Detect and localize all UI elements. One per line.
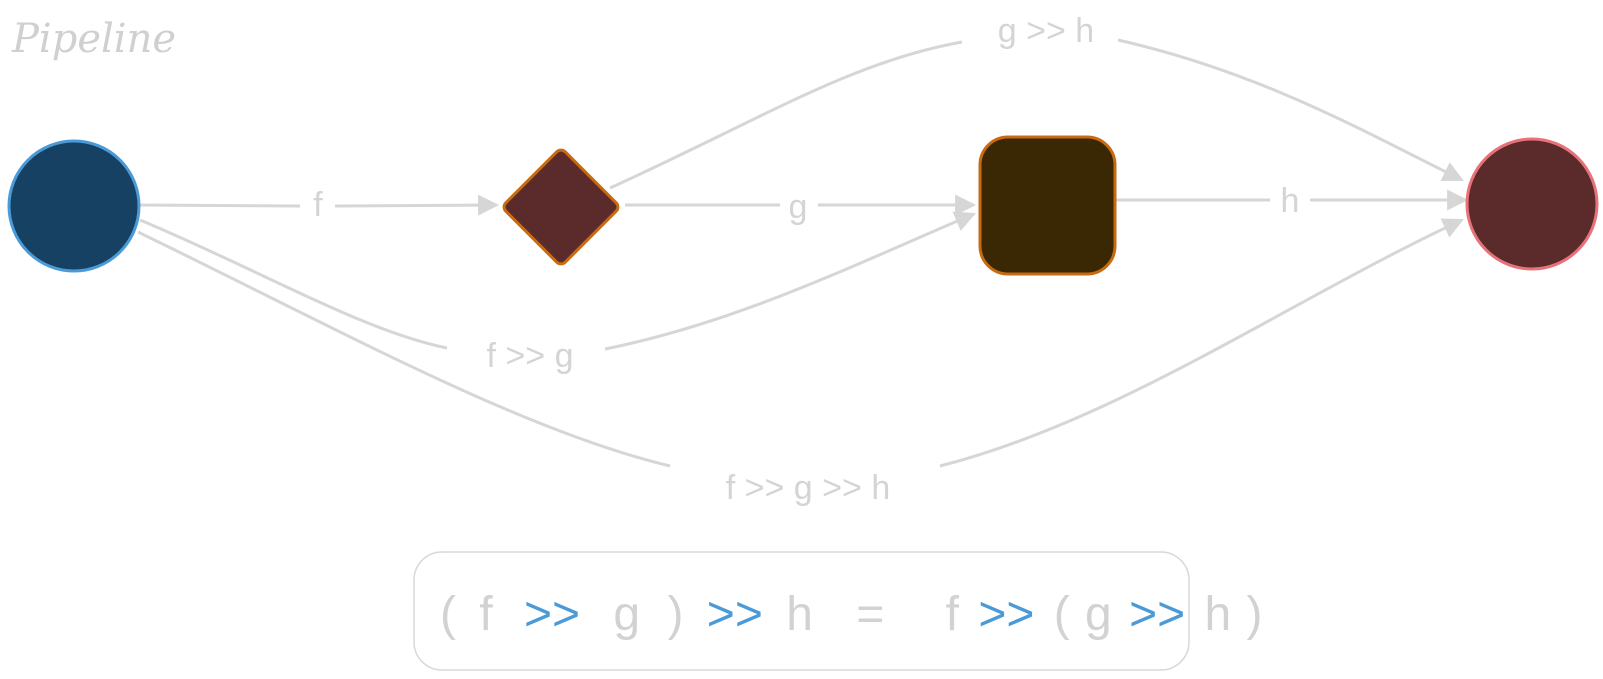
- edge-f-line-a: [137, 203, 301, 208]
- formula-close-paren-1: ): [667, 588, 683, 641]
- formula-close-paren-2: ): [1247, 588, 1263, 641]
- formula-open-paren-2: (: [1054, 588, 1070, 641]
- g-output-node[interactable]: [978, 135, 1117, 276]
- formula-box: [413, 551, 1190, 671]
- formula-h-1: h: [786, 588, 813, 641]
- formula-g-2: g: [1085, 588, 1112, 641]
- edge-gh-line-a: [609, 40, 963, 190]
- formula-g-1: g: [613, 588, 640, 641]
- edge-f-line-b: [334, 194, 500, 216]
- formula-f-2: f: [946, 588, 960, 641]
- edge-label-f: f: [313, 186, 323, 224]
- edge-gh-line-b: [1117, 38, 1464, 182]
- edge-label-g: g: [789, 188, 808, 226]
- edge-label-fg: f >> g: [487, 337, 574, 375]
- edge-label-fgh: f >> g >> h: [726, 469, 890, 507]
- f-output-node[interactable]: [502, 148, 621, 267]
- sink-node[interactable]: [1465, 137, 1599, 271]
- formula-compose-op-4: >>: [1129, 588, 1185, 641]
- formula-h-2: h: [1205, 588, 1232, 641]
- edge-fgh-line-b: [939, 218, 1464, 468]
- edge-fgh-line-a: [137, 230, 671, 468]
- edge-fg-line-b: [604, 211, 976, 351]
- edge-label-gh: g >> h: [998, 12, 1094, 50]
- associativity-formula: ( f >> g ) >> h = f >> ( g >> h ): [440, 588, 1263, 641]
- formula-compose-op-3: >>: [978, 588, 1034, 641]
- formula-f-1: f: [479, 588, 493, 641]
- formula-compose-op-2: >>: [707, 588, 763, 641]
- edge-label-h: h: [1281, 182, 1300, 220]
- source-node[interactable]: [7, 139, 141, 273]
- formula-open-paren-1: (: [440, 588, 456, 641]
- formula-compose-op-1: >>: [524, 588, 580, 641]
- edge-fg-line-a: [139, 218, 448, 350]
- formula-equals: =: [856, 588, 884, 641]
- diagram-title: Pipeline: [11, 16, 176, 62]
